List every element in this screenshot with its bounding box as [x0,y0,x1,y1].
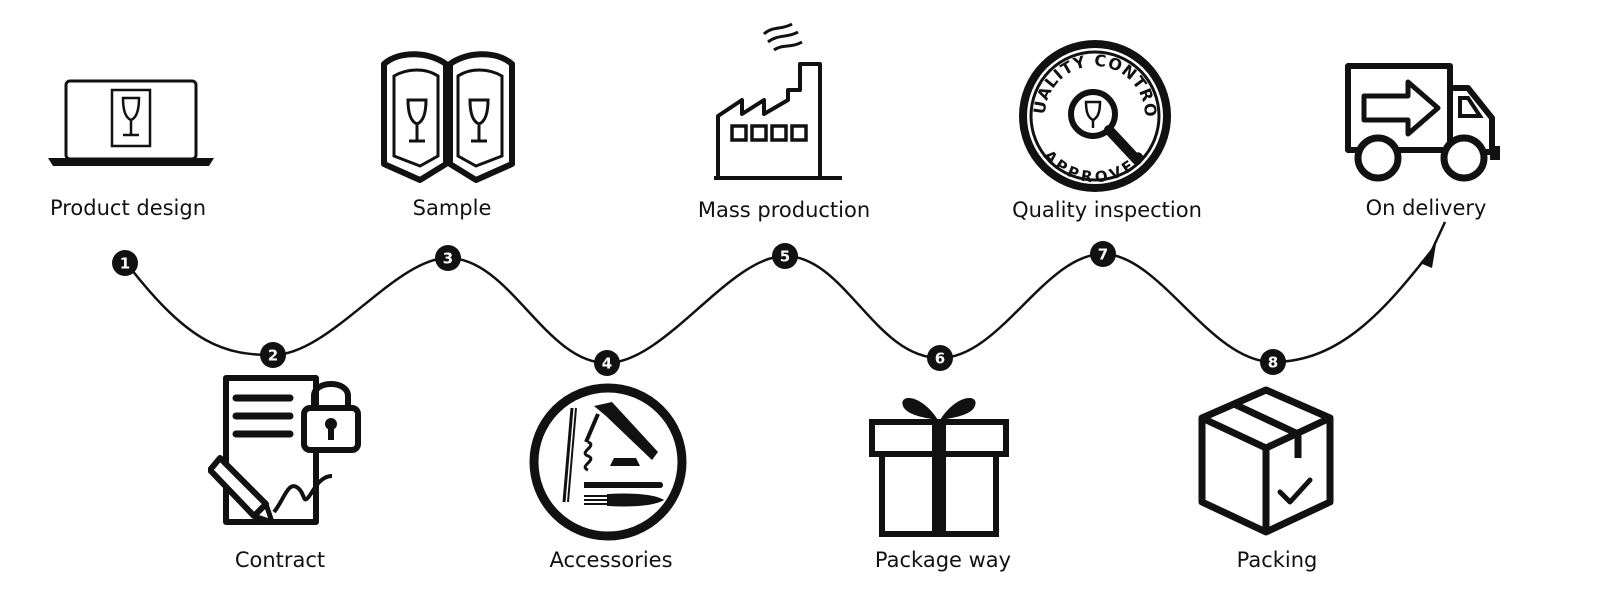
step-marker-4: 4 [594,350,620,376]
factory-icon [714,22,842,180]
step-number-1: 1 [120,255,130,273]
step-number-7: 7 [1098,246,1108,264]
step-label-product-design: Product design [49,196,207,220]
step-number-2: 2 [268,347,278,365]
step-number-6: 6 [935,350,945,368]
contract-lock-icon [208,375,361,525]
step-label-packing: Packing [1236,548,1318,572]
step-label-contract: Contract [234,548,326,572]
laptop-wineglass-icon [48,79,214,166]
step-marker-3: 3 [435,245,461,271]
step-number-3: 3 [443,250,453,268]
step-label-sample: Sample [412,196,492,220]
step-marker-7: 7 [1090,241,1116,267]
quality-control-seal-icon: QUALITY CONTROL APPROVED [1015,36,1171,192]
corkscrew-accessories-icon [529,383,687,541]
step-marker-5: 5 [772,243,798,269]
step-number-8: 8 [1268,354,1278,372]
step-marker-8: 8 [1260,349,1286,375]
step-label-accessories: Accessories [549,548,673,572]
step-label-quality-inspection: Quality inspection [1012,198,1202,222]
arrow-tail [1430,221,1447,251]
step-number-4: 4 [602,355,612,373]
delivery-truck-icon [1345,63,1500,182]
step-marker-6: 6 [927,345,953,371]
step-marker-1: 1 [112,250,138,276]
step-label-mass-production: Mass production [697,198,871,222]
step-label-on-delivery: On delivery [1365,196,1487,220]
step-number-5: 5 [780,248,790,266]
step-label-package-way: Package way [874,548,1012,572]
shipping-box-icon [1198,386,1334,536]
sample-book-icon [381,51,515,183]
step-marker-2: 2 [260,342,286,368]
gift-box-icon [869,398,1009,537]
